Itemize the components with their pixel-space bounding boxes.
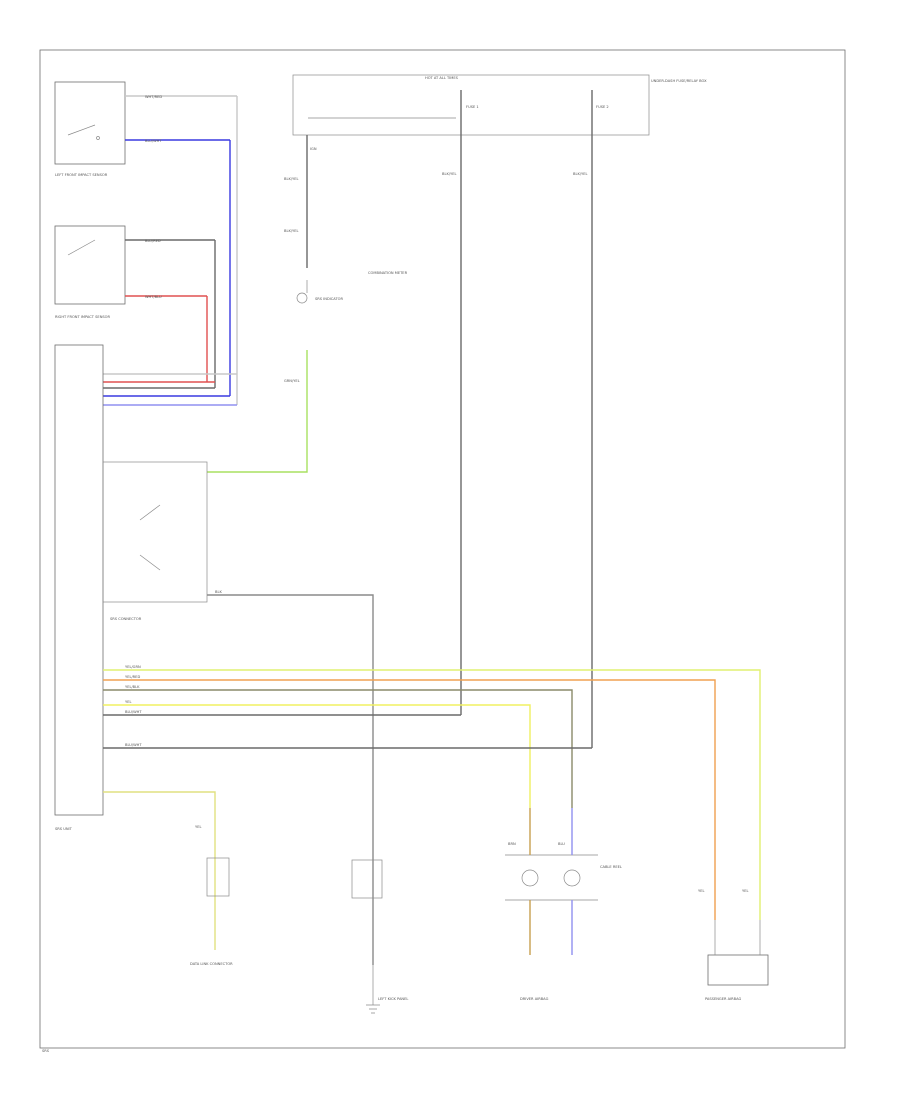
left-sensor-contact (96, 136, 100, 140)
wire-yellow-green (103, 669, 761, 920)
wire-label-blu-wht-2: BLU/WHT (125, 710, 142, 714)
footer-label: SRS (42, 1049, 50, 1053)
fuse-box (292, 74, 650, 136)
wire-label-grn-yel: GRN/YEL (284, 379, 300, 383)
wire-label-yel-blk: YEL/BLK (125, 685, 140, 689)
connector-switch-2 (139, 554, 161, 571)
wire-label-wht-red: WHT/RED (145, 95, 162, 99)
wire-yellow (103, 704, 531, 780)
ground-icon (366, 1004, 380, 1014)
wire-dlc-yellow (103, 791, 216, 950)
dlc-connector (206, 857, 230, 897)
ground-label: LEFT KICK PANEL (378, 997, 408, 1001)
ground-connector (351, 859, 383, 899)
fuse-box-label: UNDER-DASH FUSE/RELAY BOX (651, 79, 707, 83)
connector-switch-1 (139, 504, 161, 521)
wire-yellow-black (103, 689, 573, 780)
wire-orange (103, 679, 716, 920)
srs-unit (54, 344, 104, 816)
wire-label-blu-wht-3: BLU/WHT (125, 743, 142, 747)
cable-reel-label: CABLE REEL (600, 865, 622, 869)
wire-label-blu-red: BLU/RED (145, 239, 161, 243)
wire-label-yel-grn: YEL/GRN (125, 665, 141, 669)
srs-indicator-label: SRS INDICATOR (315, 297, 343, 301)
wire-label-brn: BRN (508, 842, 516, 846)
ign-label: IGN (310, 147, 317, 151)
right-sensor-switch (67, 239, 96, 256)
wire-label-yel: YEL (125, 700, 131, 704)
hot-box-label: HOT AT ALL TIMES (425, 76, 459, 80)
passenger-airbag-label: PASSENGER AIRBAG (705, 997, 741, 1001)
wire-srs-gray (207, 594, 374, 965)
fuse2-label: FUSE 2 (596, 105, 609, 109)
wire-label-yel-dlc: YEL (195, 825, 201, 829)
wire-label-wht-blu: WHT/BLU (145, 295, 162, 299)
connector-note: SRS CONNECTOR (110, 617, 142, 621)
instrument-label: COMBINATION METER (368, 271, 408, 275)
right-impact-sensor (54, 225, 126, 305)
cable-reel-coil-2 (563, 869, 581, 887)
wire-label-blk-yel-4: BLK/YEL (284, 229, 299, 233)
srs-unit-label: SRS UNIT (55, 827, 73, 831)
dlc-label: DATA LINK CONNECTOR (190, 962, 233, 966)
passenger-airbag-module (707, 954, 769, 986)
wire-indicator-green (207, 350, 308, 473)
wire-label-yel-pass-2: YEL (742, 889, 748, 893)
wire-label-yel-red: YEL/RED (125, 675, 140, 679)
diagram-frame (39, 49, 846, 1049)
srs-indicator-icon (296, 292, 308, 304)
left-sensor-switch (67, 124, 96, 136)
driver-airbag-label: DRIVER AIRBAG (520, 997, 549, 1001)
srs-connector-box (102, 461, 208, 603)
fuse1-label: FUSE 1 (466, 105, 479, 109)
wire-label-blk-yel-3: BLK/YEL (573, 172, 588, 176)
left-impact-sensor (54, 81, 126, 165)
right-impact-label: RIGHT FRONT IMPACT SENSOR (55, 315, 110, 319)
wire-label-blk-yel-1: BLK/YEL (284, 177, 299, 181)
wire-label-blu-wht: BLU/WHT (145, 139, 162, 143)
wire-label-yel-pass-1: YEL (698, 889, 704, 893)
wire-label-blk-yel-2: BLK/YEL (442, 172, 457, 176)
cable-reel-coil-1 (521, 869, 539, 887)
left-impact-label: LEFT FRONT IMPACT SENSOR (55, 173, 108, 177)
wire-label-blu: BLU (558, 842, 565, 846)
wire-label-blk: BLK (215, 590, 222, 594)
